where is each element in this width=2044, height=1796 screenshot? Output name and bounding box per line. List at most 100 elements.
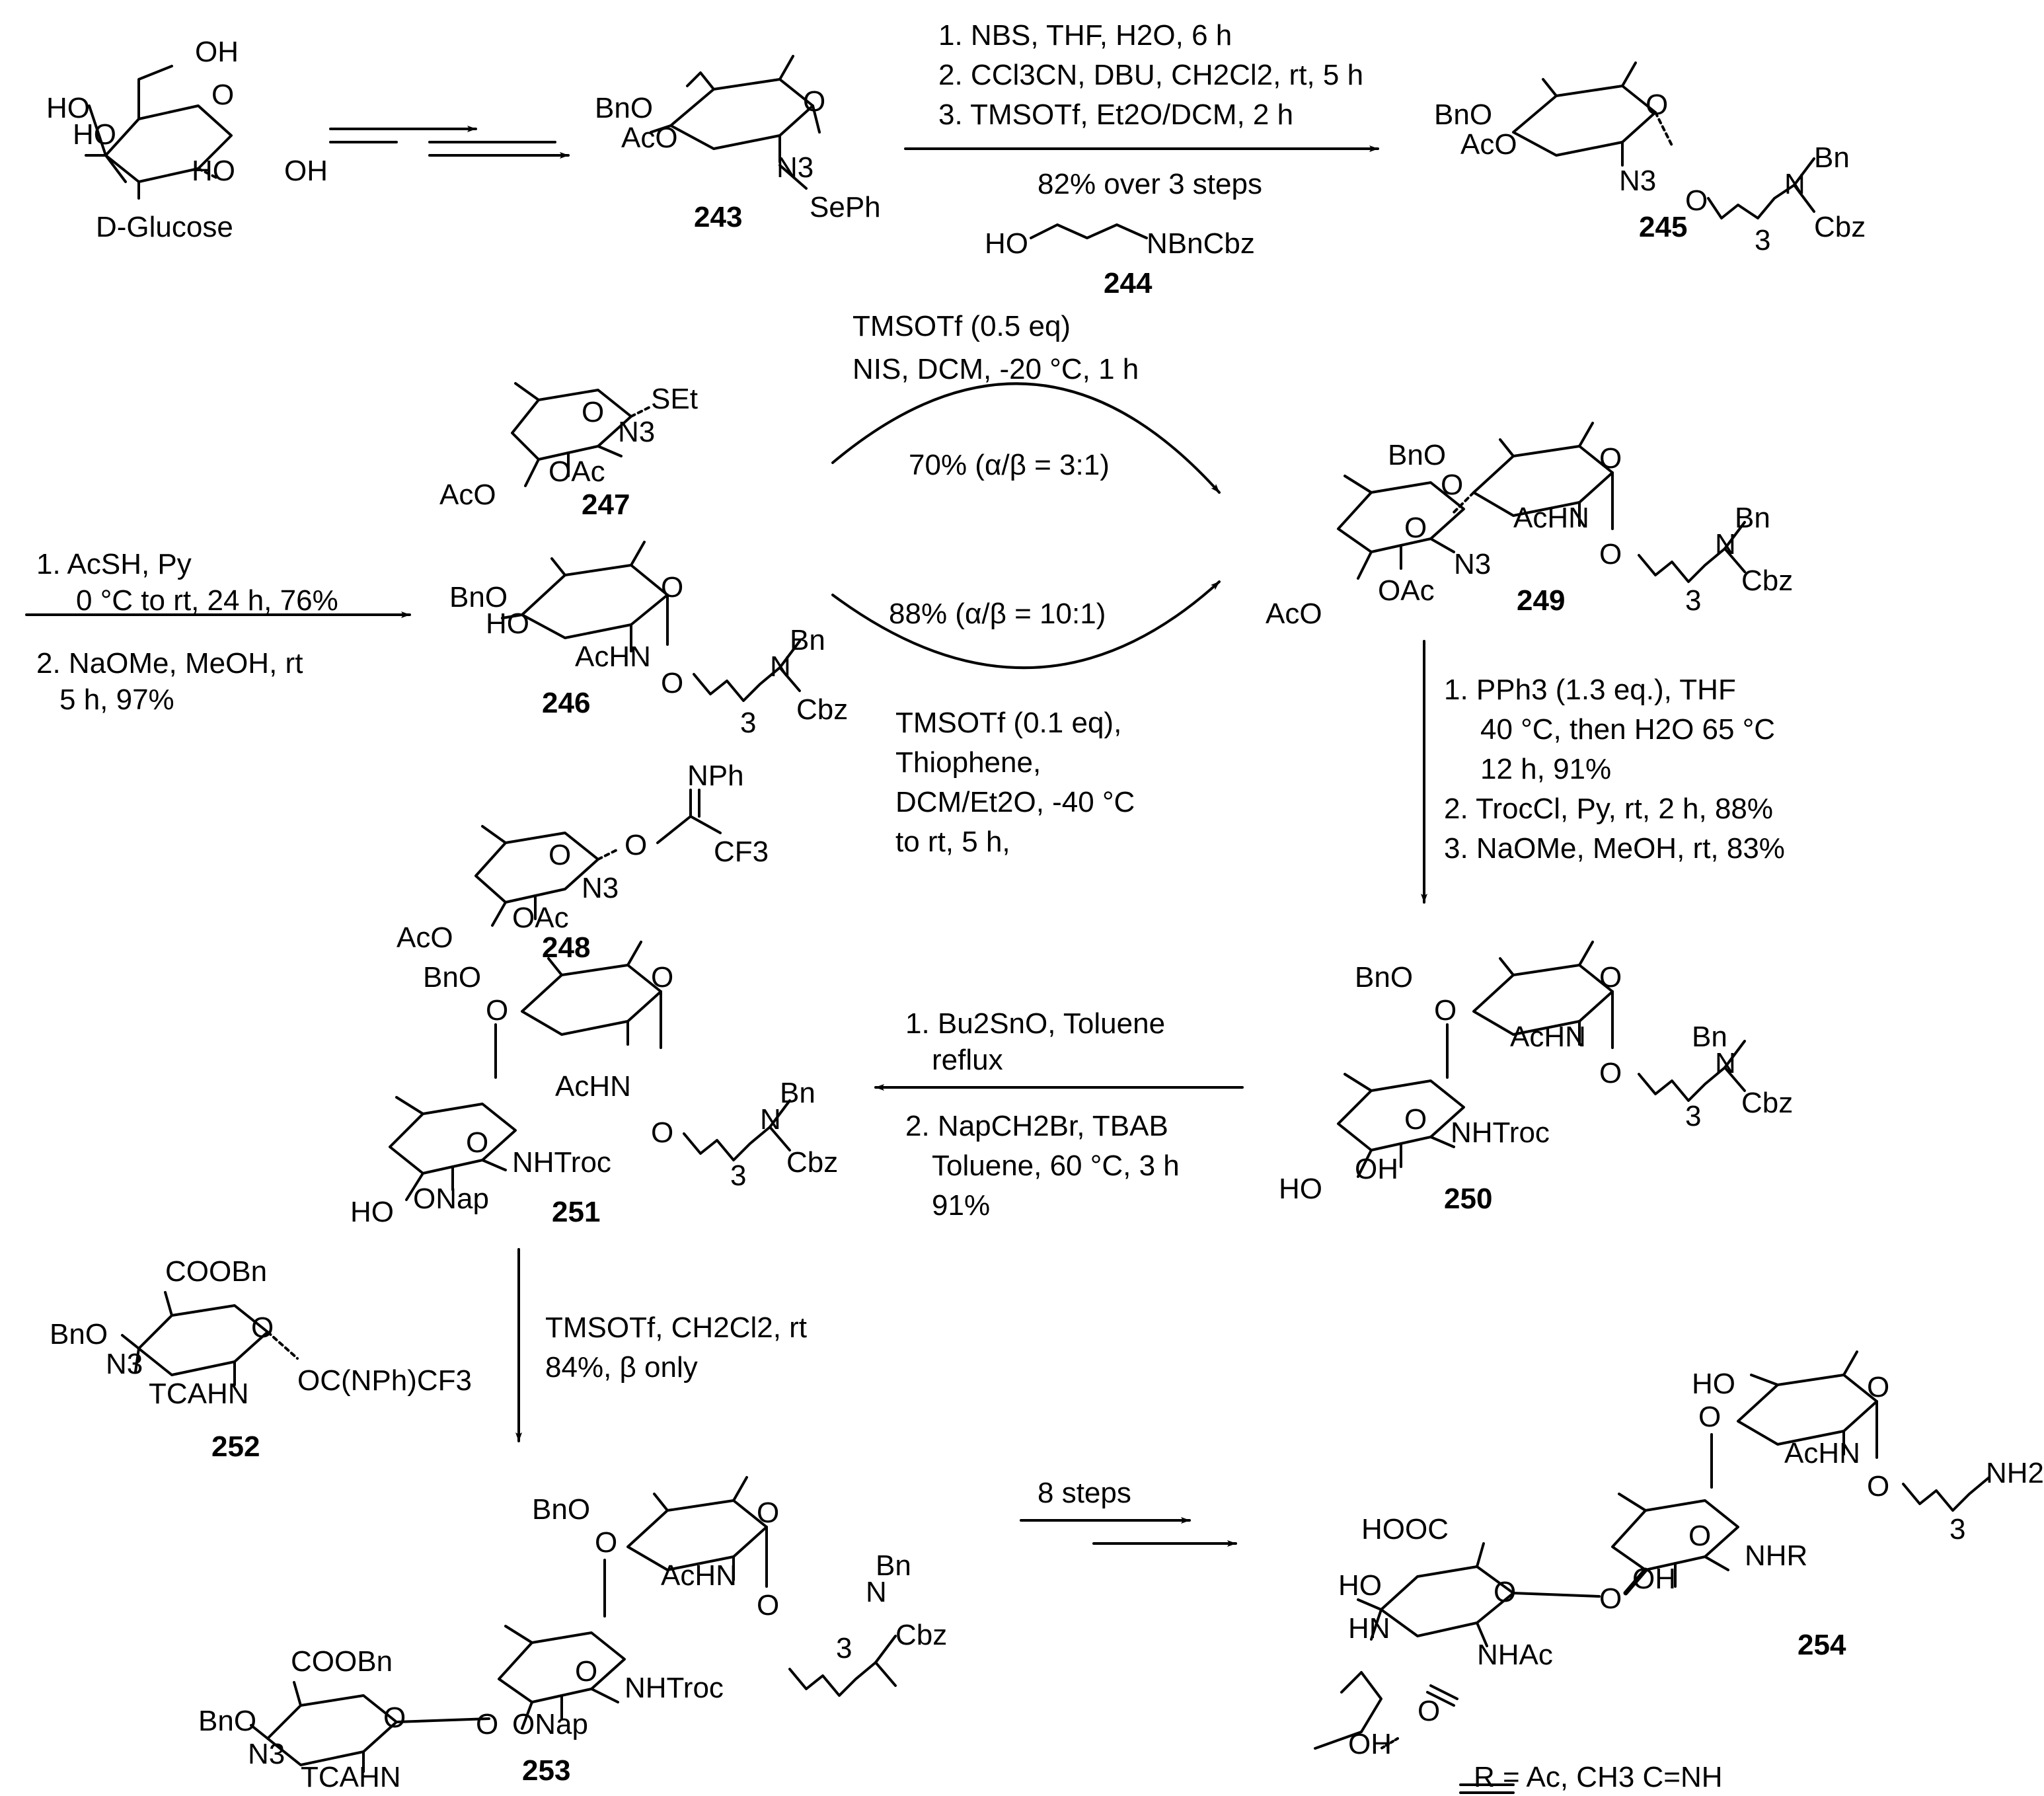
yield-bottom-arc: 88% (α/β = 10:1) — [889, 598, 1106, 630]
c249-atom-cbz: Cbz — [1741, 565, 1794, 597]
c245-atom-n3: N3 — [1619, 165, 1657, 197]
c245-atom-bn: Bn — [1814, 141, 1850, 174]
c245-atom-cbz: Cbz — [1814, 211, 1866, 243]
c248-atom-nph: NPh — [687, 760, 744, 792]
glucose-atom-oh-top: OH — [195, 36, 239, 68]
c254-atom-o-link: O — [1698, 1401, 1722, 1433]
compound-label-253: 253 — [522, 1754, 571, 1787]
c250-atom-ho: HO — [1279, 1173, 1322, 1205]
cond-251-253-line2: 84%, β only — [545, 1351, 698, 1384]
c254-atom-o-chain: O — [1867, 1470, 1890, 1503]
glucose-atom-oh-anomeric: OH — [284, 155, 328, 187]
c252-atom-tcahn: TCAHN — [149, 1378, 249, 1410]
c247-atom-set: SEt — [651, 383, 698, 415]
c250-atom-bno: BnO — [1355, 961, 1414, 994]
c244-atom-ho: HO — [985, 227, 1028, 260]
c251-atom-o-link: O — [486, 994, 509, 1027]
cond-249-250-line5: 3. NaOMe, MeOH, rt, 83% — [1444, 832, 1785, 865]
cond-245-246-line3: 2. NaOMe, MeOH, rt — [36, 647, 303, 680]
cond-250-251-line3: 2. NapCH2Br, TBAB — [905, 1110, 1168, 1142]
arc-top — [831, 382, 1221, 494]
c254-atom-o-amide: O — [1418, 1695, 1441, 1727]
c250-atom-bn: Bn — [1692, 1021, 1727, 1053]
c249-atom-bno: BnO — [1388, 439, 1447, 471]
c249-atom-n: N — [1715, 528, 1736, 561]
yield-243-245: 82% over 3 steps — [1038, 168, 1262, 200]
cond-249-250-line4: 2. TrocCl, Py, rt, 2 h, 88% — [1444, 793, 1774, 825]
c251-atom-bn: Bn — [780, 1077, 815, 1109]
compound-label-243: 243 — [694, 201, 743, 233]
c250-atom-o-link: O — [1434, 994, 1457, 1027]
c251-atom-o-chain: O — [651, 1116, 674, 1149]
c249-chain-3: 3 — [1685, 584, 1702, 617]
c253-atom-achn: AcHN — [661, 1559, 737, 1592]
c252-atom-coobn: COOBn — [165, 1255, 268, 1288]
cond-249-250-line1: 1. PPh3 (1.3 eq.), THF — [1444, 674, 1736, 706]
c254-atom-nhac: NHAc — [1477, 1639, 1553, 1671]
c254-atom-o-glyco: O — [1599, 1582, 1622, 1615]
c246-atom-bn: Bn — [790, 624, 825, 656]
compound-label-249: 249 — [1517, 584, 1566, 617]
c251-atom-bno: BnO — [423, 961, 482, 994]
c251-atom-cbz: Cbz — [786, 1146, 839, 1179]
c249-atom-aco: AcO — [1266, 598, 1322, 630]
c251-atom-onap: ONap — [413, 1183, 489, 1215]
c254-atom-o-ring3: O — [1494, 1576, 1517, 1608]
c254-structure — [1314, 1350, 1990, 1794]
c250-atom-o-chain: O — [1599, 1057, 1622, 1089]
arc-bottom — [831, 580, 1221, 670]
c251-atom-n: N — [760, 1103, 781, 1136]
c245-atom-aco: AcO — [1460, 128, 1517, 161]
cond-bottom-arc-line1: TMSOTf (0.1 eq), — [895, 707, 1122, 739]
c253-atom-nhtroc: NHTroc — [625, 1672, 724, 1704]
c248-atom-o-ring: O — [549, 839, 572, 871]
cond-250-251-line2: reflux — [932, 1044, 1003, 1076]
c251-structure — [389, 941, 791, 1201]
c254-atom-hn: HN — [1348, 1612, 1390, 1645]
c254-atom-nhr: NHR — [1745, 1540, 1808, 1572]
c254-footnote: R = Ac, CH3 C=NH — [1474, 1761, 1723, 1793]
c245-atom-o-link: O — [1685, 184, 1708, 217]
c244-atom-nbncbz: NBnCbz — [1147, 227, 1255, 260]
c243-atom-n3: N3 — [776, 151, 814, 184]
c248-atom-cf3: CF3 — [714, 836, 769, 868]
c254-chain-3: 3 — [1949, 1513, 1966, 1545]
c248-atom-n3: N3 — [582, 872, 619, 904]
glucose-atom-ho-3: HO — [192, 155, 235, 187]
cond-245-246-line4: 5 h, 97% — [59, 683, 174, 716]
c250-atom-o-ring: O — [1599, 961, 1622, 994]
c253-structure — [250, 1476, 897, 1773]
c245-structure — [1512, 61, 1815, 219]
c252-atom-oc-nph-cf3: OC(NPh)CF3 — [297, 1364, 473, 1397]
c246-atom-n: N — [770, 650, 791, 683]
cond-bottom-arc-line4: to rt, 5 h, — [895, 826, 1010, 858]
c243-structure — [650, 55, 821, 190]
cond-250-251-line4: Toluene, 60 °C, 3 h — [932, 1150, 1180, 1182]
c251-atom-nhtroc: NHTroc — [512, 1146, 611, 1179]
glucose-atom-o-ring: O — [211, 79, 235, 111]
c250-atom-o-ring2: O — [1404, 1103, 1427, 1136]
c249-atom-o-chain: O — [1599, 538, 1622, 570]
c254-atom-oh-side: OH — [1348, 1728, 1392, 1760]
c249-atom-achn: AcHN — [1513, 502, 1589, 534]
c253-chain-3: 3 — [836, 1632, 852, 1664]
compound-label-250: 250 — [1444, 1183, 1493, 1215]
c251-atom-o-ring2: O — [466, 1126, 489, 1159]
c245-atom-o: O — [1646, 89, 1669, 121]
c253-atom-coobn: COOBn — [291, 1645, 393, 1678]
c253-atom-tcahn: TCAHN — [301, 1761, 401, 1793]
arrow-253-254 — [1020, 1517, 1237, 1547]
cond-251-253-line1: TMSOTf, CH2Cl2, rt — [545, 1311, 808, 1344]
c252-atom-bno: BnO — [50, 1318, 108, 1350]
c245-atom-n: N — [1784, 168, 1805, 200]
compound-label-247: 247 — [582, 488, 630, 521]
c246-atom-o: O — [661, 571, 684, 604]
c254-atom-ho-2: HO — [1338, 1569, 1382, 1602]
compound-label-glucose: D-Glucose — [96, 211, 233, 243]
c251-atom-o-ring: O — [651, 961, 674, 994]
compound-label-245: 245 — [1639, 211, 1688, 243]
cond-245-246-line1: 1. AcSH, Py — [36, 548, 192, 580]
cond-bottom-arc-line3: DCM/Et2O, -40 °C — [895, 786, 1135, 818]
glucose-structure — [85, 65, 233, 200]
